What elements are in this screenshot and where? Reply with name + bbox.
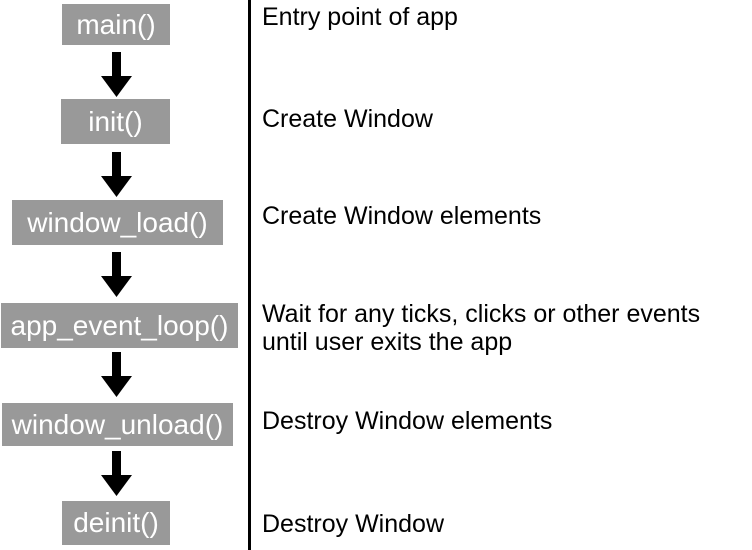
down-arrow-icon	[101, 52, 132, 97]
description-app-event-loop: Wait for any ticks, clicks or other even…	[262, 300, 701, 356]
description-init: Create Window	[262, 105, 433, 133]
flow-node-window-load: window_load()	[12, 200, 223, 245]
flow-node-main: main()	[62, 4, 170, 45]
divider-line	[248, 0, 251, 550]
flow-node-deinit: deinit()	[62, 501, 170, 545]
description-window-load: Create Window elements	[262, 202, 542, 230]
down-arrow-icon	[101, 252, 132, 297]
down-arrow-icon	[101, 451, 132, 496]
description-window-unload: Destroy Window elements	[262, 407, 553, 435]
flow-node-app-event-loop: app_event_loop()	[1, 303, 238, 348]
description-deinit: Destroy Window	[262, 510, 444, 538]
down-arrow-icon	[101, 352, 132, 397]
description-main: Entry point of app	[262, 3, 458, 31]
flow-node-init: init()	[61, 99, 170, 144]
down-arrow-icon	[101, 152, 132, 197]
flow-node-window-unload: window_unload()	[2, 403, 233, 446]
